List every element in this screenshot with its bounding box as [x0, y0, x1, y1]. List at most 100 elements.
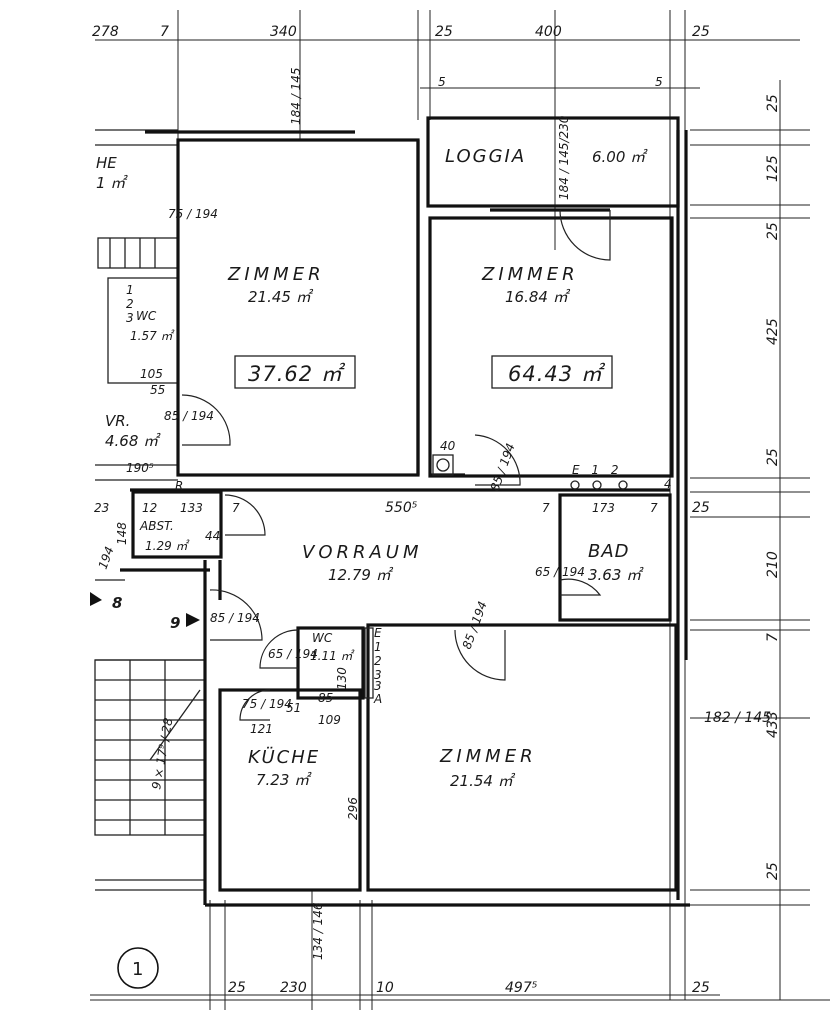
label-entry-mark: 9: [170, 614, 180, 632]
dim-top-1: 7: [160, 24, 169, 40]
dim-7b: 7: [542, 501, 550, 515]
dim-right-5: 25: [692, 500, 710, 516]
room-labels: LOGGIA 6.00 ㎡ ZIMMER 21.45 ㎡ ZIMMER 16.8…: [96, 146, 648, 790]
label-wc-left-1: 1: [126, 283, 134, 297]
dim-top-small-1: 5: [655, 75, 663, 89]
bottom-dimensions: 25 230 10 497⁵ 25: [228, 980, 710, 996]
doors: [181, 209, 611, 721]
dim-vr-width: 190⁵: [126, 461, 154, 475]
room-area-vorraum: 12.79 ㎡: [328, 566, 394, 584]
dim-right-7: 7: [765, 633, 781, 642]
room-area-abst: 1.29 ㎡: [145, 539, 191, 553]
dim-kueche-inner: 121: [250, 722, 273, 736]
dim-top-small-0: 5: [438, 75, 446, 89]
dim-55: 55: [150, 383, 165, 397]
room-label-abst: ABST.: [139, 519, 174, 533]
dim-top-3: 25: [435, 24, 453, 40]
dim-top-2: 340: [270, 24, 297, 40]
dim-entry-door: 85 / 194: [210, 611, 260, 625]
dim-bottom-1: 230: [280, 980, 307, 996]
room-area-wc-left: 1.57 ㎡: [130, 329, 176, 343]
dim-194b: 194: [96, 545, 117, 571]
sheet-number-badge: 1: [117, 947, 159, 989]
dim-window-top-left: 184 / 145: [289, 68, 303, 125]
label-wc-side-0: E: [374, 626, 382, 640]
dim-bad-door: 65 / 194: [535, 565, 585, 579]
bottom-dimension-lines: [90, 890, 830, 1010]
room-area-wc: 1.11 ㎡: [310, 649, 356, 663]
total-area-left: 37.62 ㎡: [248, 362, 346, 386]
dim-kueche-height: 296: [346, 797, 360, 820]
dim-right-0: 25: [765, 94, 781, 112]
dim-left-window: 75 / 194: [168, 207, 218, 221]
opening-dimensions: 184 / 145 184 / 145/230 75 / 194 134 / 1…: [164, 68, 585, 960]
dim-right-8: 182 / 145: [704, 710, 771, 726]
dim-kueche-width: 109: [318, 713, 341, 727]
room-label-wc: WC: [312, 631, 333, 645]
unit-arrow-icon: [90, 592, 102, 606]
walls: [120, 116, 690, 907]
right-dimension-lines: [690, 80, 810, 1000]
dim-bottom-window: 134 / 146: [311, 902, 325, 960]
dim-right-3: 425: [765, 318, 781, 345]
dim-51: 51: [286, 701, 301, 715]
dim-top-4: 400: [535, 24, 562, 40]
room-label-left-top: HE: [96, 154, 117, 172]
fixtures: [364, 454, 628, 699]
room-label-zimmer-a: ZIMMER: [227, 264, 325, 285]
label-wc-side-2: 2: [374, 654, 382, 668]
label-wc-side-1: 1: [374, 640, 382, 654]
stairs: [94, 659, 206, 836]
label-bad-fixtures: E 1 2: [572, 463, 622, 477]
room-label-zimmer-b: ZIMMER: [481, 264, 579, 285]
room-label-vorraum: VORRAUM: [302, 542, 423, 563]
room-label-zimmer-c: ZIMMER: [439, 746, 537, 767]
dim-105: 105: [140, 367, 163, 381]
room-area-zimmer-b: 16.84 ㎡: [505, 288, 571, 306]
label-wc-left-3: 3: [126, 311, 134, 325]
dim-44: 44: [205, 529, 220, 543]
room-area-zimmer-a: 21.45 ㎡: [248, 288, 314, 306]
dim-h40: 40: [440, 439, 456, 453]
dim-top-5: 25: [692, 24, 710, 40]
entry-arrow-icon: [186, 613, 200, 627]
misc-dimensions: 550⁵ 40 173 190⁵ 12 133 23 85 130 109 29…: [94, 283, 672, 820]
room-area-loggia: 6.00 ㎡: [592, 148, 648, 166]
label-wc-left-2: 2: [126, 297, 134, 311]
total-area-right: 64.43 ㎡: [508, 362, 606, 386]
dim-bottom-0: 25: [228, 980, 246, 996]
room-area-left-top: 1 ㎡: [96, 174, 128, 192]
dim-bottom-4: 25: [692, 980, 710, 996]
dim-kueche-door: 75 / 194: [242, 697, 292, 711]
dim-abst-a: 12: [142, 501, 157, 515]
room-label-bad: BAD: [588, 541, 630, 562]
total-area-boxes: 37.62 ㎡ 64.43 ㎡: [234, 355, 613, 389]
label-wc-side-4: 3: [374, 679, 382, 693]
dim-right-9: 433: [765, 711, 781, 738]
dim-wc-height: 130: [335, 667, 349, 690]
dim-7c: 7: [650, 501, 658, 515]
room-label-vr-left: VR.: [105, 412, 130, 430]
right-dimensions: 25 125 25 425 25 25 210 7 182 / 145 433 …: [692, 94, 781, 880]
dim-bottom-2: 10: [376, 980, 394, 996]
dim-bottom-3: 497⁵: [505, 980, 538, 996]
dim-loggia-door: 184 / 145/230: [557, 115, 571, 200]
dim-corridor: 550⁵: [385, 500, 418, 516]
label-r: R: [175, 479, 183, 493]
room-area-kueche: 7.23 ㎡: [256, 771, 312, 789]
room-label-kueche: KÜCHE: [248, 746, 320, 768]
room-area-zimmer-c: 21.54 ㎡: [450, 772, 516, 790]
dim-bad-width: 173: [592, 501, 615, 515]
room-label-wc-left: WC: [136, 309, 157, 323]
dim-top-0: 278: [92, 24, 119, 40]
dim-4: 4: [664, 477, 672, 491]
dim-wc-width: 85: [318, 691, 333, 705]
dim-right-10: 25: [765, 862, 781, 880]
dim-vr-door: 85 / 194: [164, 409, 214, 423]
label-wc-side-3: 3: [374, 668, 382, 682]
dim-abst-b: 133: [180, 501, 203, 515]
room-area-vr-left: 4.68 ㎡: [105, 432, 161, 450]
dim-right-2: 25: [765, 222, 781, 240]
dim-abst-c: 23: [94, 501, 109, 515]
